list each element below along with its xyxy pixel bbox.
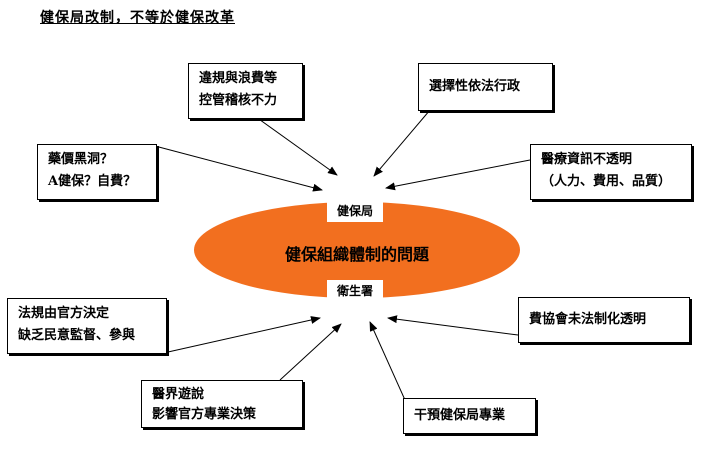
box-drug-price: 藥價黑洞？ A健保？自費？ <box>37 144 157 200</box>
box-drug-price-line2: A健保？自費？ <box>48 174 137 189</box>
box-fee-council: 費協會未法制化透明 <box>518 297 690 343</box>
box-regulation: 法規由官方決定 缺乏民意監督、參與 <box>7 298 167 354</box>
box-violation-line2: 控管稽核不力 <box>199 93 278 108</box>
box-lobby: 醫界遊說 影響官方專業決策 <box>141 380 303 428</box>
box-medical-info-line2: （人力、費用、品質） <box>541 174 672 189</box>
box-regulation-line1: 法規由官方決定 <box>18 306 110 321</box>
arrow-medical-info <box>385 159 531 191</box>
box-interfere: 干預健保局專業 <box>403 398 536 434</box>
diagram-title: 健保局改制，不等於健保改革 <box>40 10 235 26</box>
box-regulation-line2: 缺乏民意監督、參與 <box>18 328 136 343</box>
box-lobby-line2: 影響官方專業決策 <box>152 407 257 422</box>
box-medical-info-line1: 醫療資訊不透明 <box>541 152 633 167</box>
box-violation-line1: 違規與浪費等 <box>199 71 278 86</box>
box-violation: 違規與浪費等 控管稽核不力 <box>188 63 303 119</box>
box-select-law: 選擇性依法行政 <box>418 63 553 111</box>
box-medical-info: 醫療資訊不透明 （人力、費用、品質） <box>530 144 692 200</box>
box-interfere-line1: 干預健保局專業 <box>414 408 506 423</box>
arrow-drug-price <box>154 145 323 192</box>
center-issue-label: 健保組織體制的問題 <box>284 245 429 264</box>
box-lobby-line1: 醫界遊說 <box>152 387 205 402</box>
arrow-interfere <box>369 321 406 401</box>
arrow-fee-council <box>387 315 519 336</box>
arrow-select-law <box>373 109 431 177</box>
box-drug-price-line1: 藥價黑洞？ <box>48 152 114 167</box>
box-fee-council-line1: 費協會未法制化透明 <box>529 312 647 327</box>
arrow-lobby <box>279 323 342 381</box>
box-select-law-line1: 選擇性依法行政 <box>429 79 521 94</box>
arrow-violation <box>255 116 338 176</box>
center-ellipse <box>194 202 520 298</box>
health-dept-tag: 衛生署 <box>327 280 383 302</box>
arrow-regulation <box>167 316 321 353</box>
nhi-bureau-tag: 健保局 <box>327 200 383 222</box>
